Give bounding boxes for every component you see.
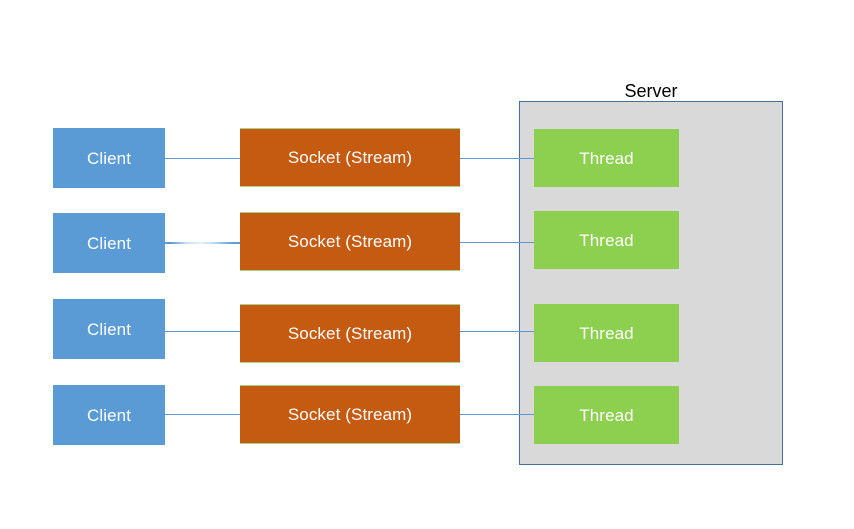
connector-client-socket-3: [165, 331, 240, 332]
connector-client-socket-4: [165, 414, 240, 415]
connector-socket-thread-2: [460, 242, 534, 243]
client-box-2[interactable]: Client: [53, 213, 165, 273]
thread-box-4[interactable]: Thread: [534, 386, 679, 444]
server-label: Server: [624, 81, 678, 101]
thread-box-2[interactable]: Thread: [534, 211, 679, 269]
socket-box-3[interactable]: Socket (Stream): [240, 304, 460, 363]
client-box-4[interactable]: Client: [53, 385, 165, 445]
client-box-3[interactable]: Client: [53, 299, 165, 359]
connector-client-socket-2: [165, 242, 240, 244]
thread-box-3[interactable]: Thread: [534, 304, 679, 362]
connector-socket-thread-4: [460, 414, 534, 415]
connector-socket-thread-1: [460, 158, 534, 159]
socket-box-2[interactable]: Socket (Stream): [240, 212, 460, 271]
socket-box-1[interactable]: Socket (Stream): [240, 128, 460, 187]
client-box-1[interactable]: Client: [53, 128, 165, 188]
connector-socket-thread-3: [460, 331, 534, 332]
socket-box-4[interactable]: Socket (Stream): [240, 385, 460, 444]
connector-client-socket-1: [165, 158, 240, 159]
thread-box-1[interactable]: Thread: [534, 129, 679, 187]
